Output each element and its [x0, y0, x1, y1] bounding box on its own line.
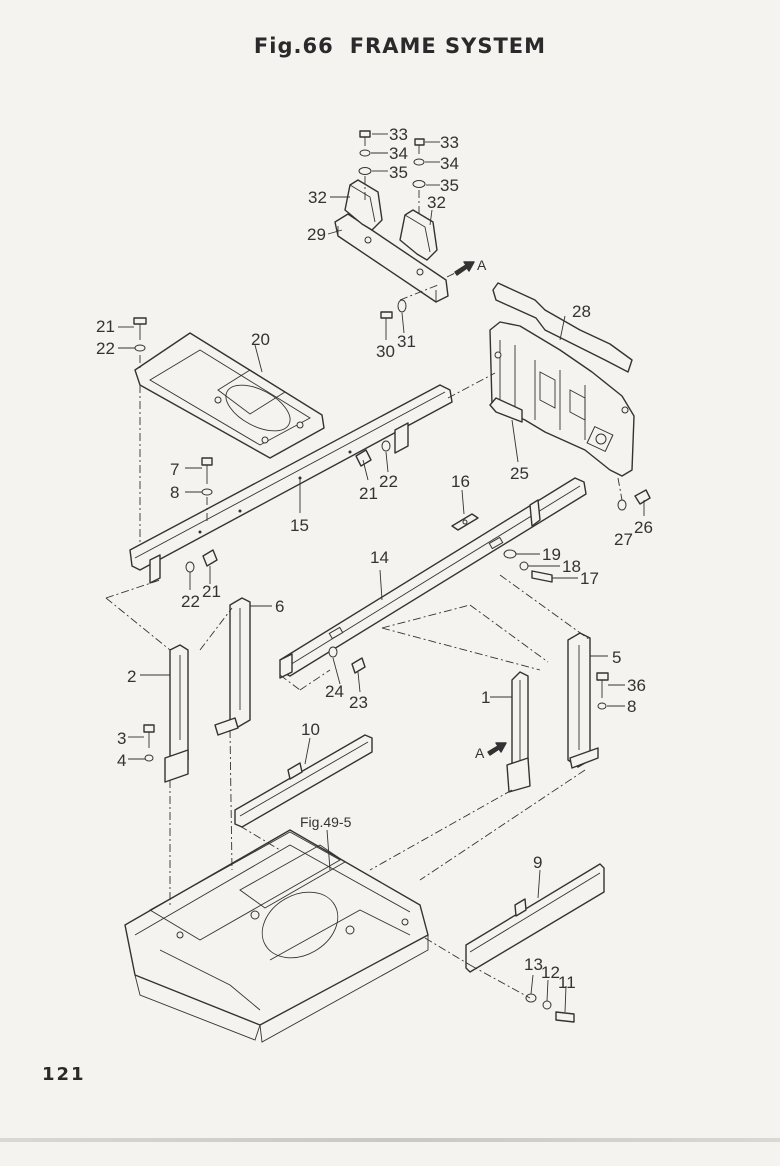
seat-plate [118, 317, 325, 548]
callout-22: 22 [96, 339, 115, 358]
uprights [128, 597, 625, 793]
callout-33: 33 [440, 133, 459, 152]
callout-22: 22 [181, 592, 200, 611]
page-number: 121 [42, 1064, 86, 1085]
callout-35: 35 [440, 176, 459, 195]
callout-12: 12 [541, 963, 560, 982]
callout-14: 14 [370, 548, 389, 567]
callout-5: 5 [612, 648, 621, 667]
callout-20: 20 [251, 330, 270, 349]
chassis-frame [105, 574, 591, 1043]
callout-6: 6 [275, 597, 284, 616]
callout-15: 15 [290, 516, 309, 535]
callout-28: 28 [572, 302, 591, 321]
callout-19: 19 [542, 545, 561, 564]
callout-10: 10 [301, 720, 320, 739]
callout-18: 18 [562, 557, 581, 576]
cross-members [234, 734, 605, 1023]
figure-title: Fig.66 FRAME SYSTEM [0, 34, 780, 58]
callout-21: 21 [359, 484, 378, 503]
callout-11: 11 [558, 973, 576, 992]
callout-7: 7 [170, 460, 179, 479]
callout-32: 32 [308, 188, 327, 207]
callout-31: 31 [397, 332, 416, 351]
callout-8: 8 [170, 483, 179, 502]
callout-35: 35 [389, 163, 408, 182]
callout-23: 23 [349, 693, 368, 712]
callout-25: 25 [510, 464, 529, 483]
callout-24: 24 [325, 682, 344, 701]
callout-21: 21 [96, 317, 115, 336]
callout-13: 13 [524, 955, 543, 974]
cross-reference-label: Fig.49-5 [300, 814, 352, 830]
callout-30: 30 [376, 342, 395, 361]
side-rail-15 [129, 372, 496, 590]
callout-22: 22 [379, 472, 398, 491]
callout-8: 8 [627, 697, 636, 716]
callout-3: 3 [117, 729, 126, 748]
callout-32: 32 [427, 193, 446, 212]
callout-16: 16 [451, 472, 470, 491]
callout-27: 27 [614, 530, 633, 549]
callout-4: 4 [117, 751, 126, 770]
scan-edge [0, 1138, 780, 1142]
callout-2: 2 [127, 667, 136, 686]
callout-36: 36 [627, 676, 646, 695]
view-marker-label: A [477, 257, 487, 273]
side-panel-assembly [489, 282, 651, 516]
callout-17: 17 [580, 569, 599, 588]
callout-1: 1 [481, 688, 490, 707]
callout-26: 26 [634, 518, 653, 537]
callout-21: 21 [202, 582, 221, 601]
figure-number: Fig.66 [253, 34, 334, 58]
side-rail-14 [279, 477, 587, 693]
view-marker-label: A [475, 745, 485, 761]
callout-34: 34 [389, 144, 408, 163]
seat-bracket-assembly [327, 130, 475, 340]
figure-name: FRAME SYSTEM [349, 34, 547, 58]
part-number-callouts: 33 33 34 34 35 35 32 32 29 30 31 28 21 2… [96, 125, 653, 992]
callout-9: 9 [533, 853, 542, 872]
callout-29: 29 [307, 225, 326, 244]
callout-33: 33 [389, 125, 408, 144]
callout-34: 34 [440, 154, 459, 173]
